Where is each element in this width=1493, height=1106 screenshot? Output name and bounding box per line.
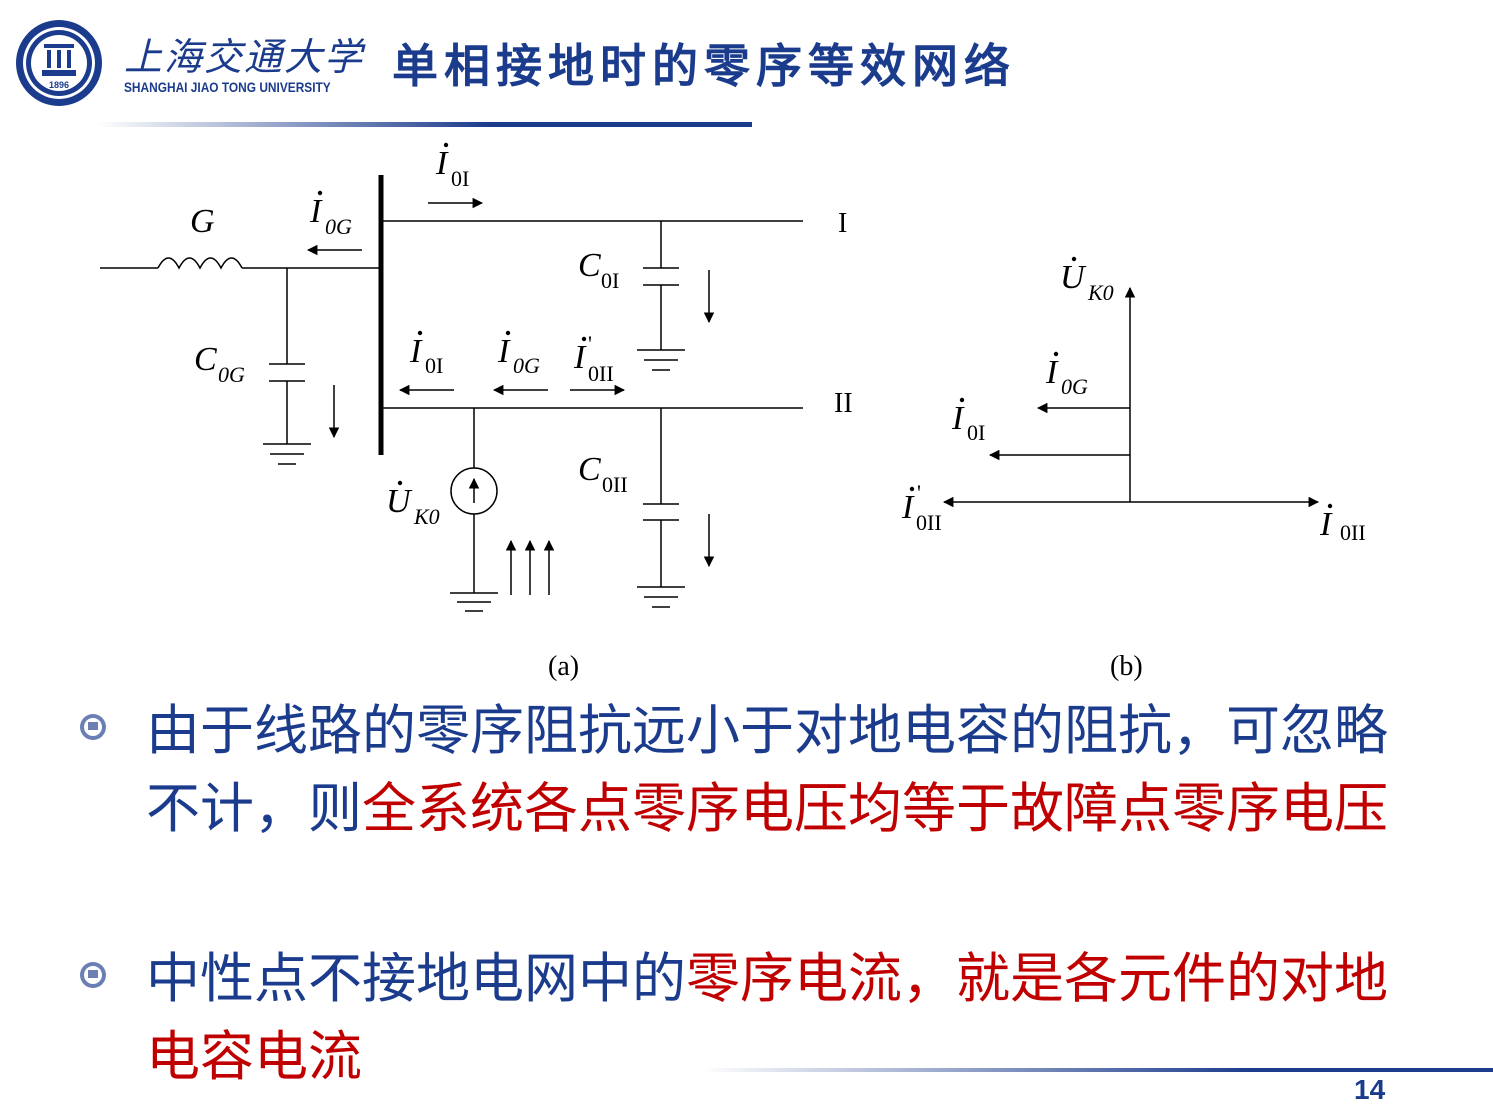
university-name-en: SHANGHAI JIAO TONG UNIVERSITY: [124, 79, 331, 95]
svg-text:0G: 0G: [1061, 374, 1088, 399]
university-name-cn: 上海交通大学: [124, 35, 365, 79]
label-c0ii: C 0II: [578, 451, 628, 497]
bullet-logo-icon: [80, 962, 106, 988]
svg-text:0I: 0I: [967, 420, 985, 445]
page-title: 单相接地时的零序等效网络: [392, 39, 1016, 93]
svg-text:I: I: [435, 145, 449, 182]
title-divider: [96, 122, 752, 127]
bullet-2-highlight: 零序电流，就是各元件的对地电容电流: [146, 947, 1388, 1088]
logo-year: 1896: [49, 80, 69, 90]
label-bus-I: I: [838, 208, 847, 239]
svg-text:I: I: [1319, 506, 1333, 543]
phasor-diagram-b: [942, 286, 1320, 508]
circuit-a-labels: G I II I 0I I 0G C 0I C 0G I 0I I 0G: [190, 142, 853, 682]
svg-text:': ': [917, 480, 921, 505]
label-c0i: C 0I: [578, 247, 619, 293]
label-i0i-top: I 0I: [435, 142, 469, 191]
page-number: 14: [1354, 1074, 1386, 1105]
label-uk0-source: U K0: [386, 480, 440, 529]
ground-icon: [637, 586, 685, 608]
svg-text:0II: 0II: [602, 472, 628, 497]
label-generator: G: [190, 203, 215, 240]
university-logo-icon: 1896: [16, 20, 102, 106]
svg-text:0I: 0I: [451, 166, 469, 191]
label-i0g-phasor: I 0G: [1045, 351, 1088, 399]
svg-text:K0: K0: [413, 504, 440, 529]
svg-text:I: I: [497, 333, 511, 370]
ground-icon: [263, 443, 311, 465]
svg-text:0G: 0G: [218, 362, 245, 387]
bullet-1-plain: 由于线路的零序阻抗远小于对地电容的阻抗，可忽略不计，则: [146, 699, 1388, 840]
svg-text:I: I: [901, 489, 915, 526]
svg-text:I: I: [409, 333, 423, 370]
svg-text:0II: 0II: [1340, 520, 1366, 545]
svg-text:0II: 0II: [588, 361, 614, 386]
label-i0g-top: I 0G: [309, 190, 352, 239]
circuit-a: [100, 175, 803, 612]
svg-text:0I: 0I: [601, 268, 619, 293]
ground-icon: [450, 592, 498, 612]
svg-text:0G: 0G: [513, 353, 540, 378]
slide-header: 1896 上海交通大学 SHANGHAI JIAO TONG UNIVERSIT…: [0, 0, 1493, 130]
label-i0ii-prime-phasor: I ' 0II: [901, 480, 942, 535]
svg-text:0II: 0II: [916, 510, 942, 535]
footer-divider: [700, 1068, 1493, 1072]
svg-text:U: U: [1060, 259, 1087, 296]
bullet-1-highlight: 全系统各点零序电压均等于故障点零序电压: [362, 777, 1388, 840]
svg-text:0G: 0G: [325, 214, 352, 239]
label-i0g-line-II: I 0G: [497, 330, 540, 378]
zero-sequence-network-diagram: G I II I 0I I 0G C 0I C 0G I 0I I 0G: [100, 142, 1366, 682]
svg-text:I: I: [309, 193, 323, 230]
svg-text:U: U: [386, 483, 413, 520]
ground-icon: [637, 349, 685, 371]
bullet-logo-icon: [80, 714, 106, 740]
svg-text:C: C: [578, 451, 601, 488]
bullet-text-1: 由于线路的零序阻抗远小于对地电容的阻抗，可忽略不计，则全系统各点零序电压均等于故…: [146, 692, 1406, 848]
caption-b: (b): [1110, 651, 1143, 682]
label-i0ii-phasor: I 0II: [1319, 503, 1366, 545]
svg-text:I: I: [1045, 354, 1059, 391]
svg-text:K0: K0: [1087, 280, 1114, 305]
label-c0g: C 0G: [194, 341, 245, 387]
svg-text:I: I: [573, 339, 587, 376]
caption-a: (a): [548, 651, 579, 682]
label-i0i-phasor: I 0I: [951, 397, 985, 445]
inductor-icon: [157, 257, 243, 270]
svg-text:C: C: [194, 341, 217, 378]
phasor-labels: U K0 I 0G I 0I I ' 0II I 0II (b): [901, 256, 1366, 682]
label-i0i-line-II: I 0I: [409, 330, 443, 378]
svg-text:': ': [588, 331, 592, 356]
label-bus-II: II: [834, 388, 853, 419]
label-i0ii-prime: I ' 0II: [573, 331, 614, 386]
svg-text:I: I: [951, 400, 965, 437]
svg-text:C: C: [578, 247, 601, 284]
bullet-2-plain: 中性点不接地电网中的: [146, 947, 686, 1010]
label-uk0-phasor: U K0: [1060, 256, 1114, 305]
bullet-text-2: 中性点不接地电网中的零序电流，就是各元件的对地电容电流: [146, 940, 1406, 1096]
svg-text:0I: 0I: [425, 353, 443, 378]
